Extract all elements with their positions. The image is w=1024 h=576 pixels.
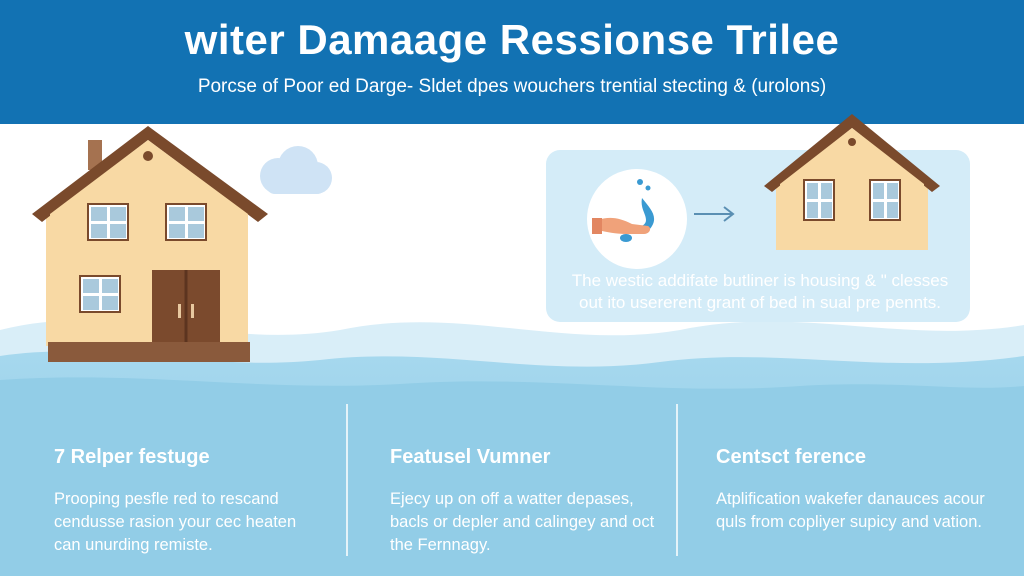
house-icon xyxy=(32,126,268,362)
small-house-icon xyxy=(764,114,940,250)
arrow-right-icon xyxy=(694,206,735,222)
column-3-body: Atplification wakefer danauces acour qul… xyxy=(716,490,985,531)
column-2-body: Ejecy up on off a watter depases, bacls … xyxy=(390,490,655,554)
column-3-title: Centsct ference xyxy=(716,446,867,468)
column-1-title: 7 Relper festuge xyxy=(54,446,210,468)
page-title: witer Damaage Ressionse Trilee xyxy=(184,16,840,63)
column-divider-1 xyxy=(346,404,348,556)
page-subtitle: Porcse of Poor ed Darge- Sldet dpes wouc… xyxy=(197,76,827,97)
column-1-body: Prooping pesfle red to rescand cendusse … xyxy=(54,490,297,554)
header-banner: witer Damaage Ressionse Trilee Porcse of… xyxy=(0,0,1024,124)
column-2-title: Featusel Vumner xyxy=(390,446,551,468)
info-card-text: The westic addifate butliner is housing … xyxy=(571,271,949,312)
deep-wave xyxy=(0,377,1024,576)
column-divider-2 xyxy=(676,404,678,556)
water-hand-icon xyxy=(587,169,687,269)
cloud-icon xyxy=(260,146,332,194)
